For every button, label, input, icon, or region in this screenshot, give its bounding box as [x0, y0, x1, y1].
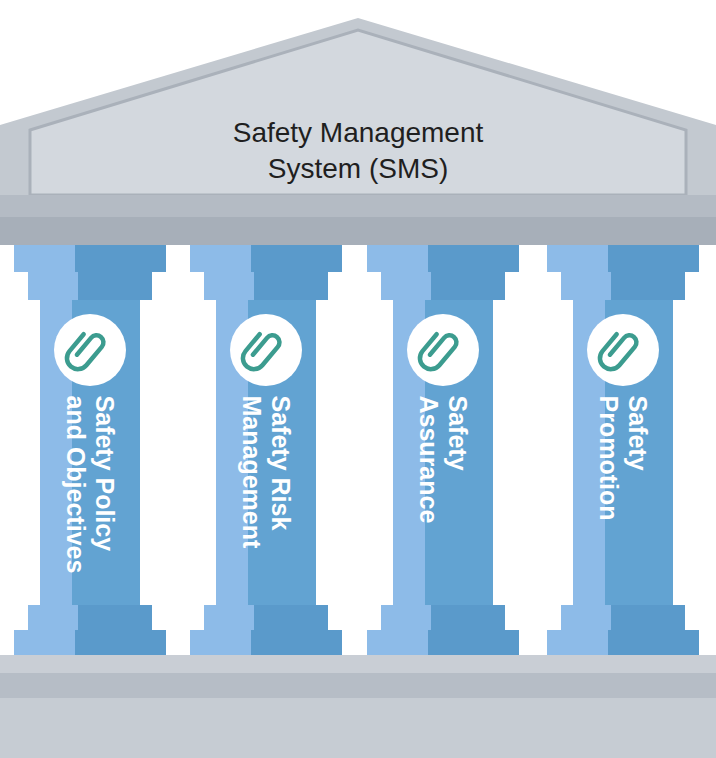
pillar-column: Safety Policy and Objectives	[40, 390, 140, 605]
pillar-column: Safety Assurance	[393, 390, 493, 605]
pillar-column: Safety Promotion	[573, 390, 673, 605]
pillar-label: Safety Promotion	[594, 395, 652, 600]
pillar-label: Safety Policy and Objectives	[61, 395, 119, 600]
pillar-column: Safety Risk Management	[216, 390, 316, 605]
pillar-label: Safety Assurance	[414, 395, 472, 600]
roof-pediment: Safety Management System (SMS)	[0, 108, 716, 193]
pillar-label: Safety Risk Management	[237, 395, 295, 600]
system-title: Safety Management System (SMS)	[198, 115, 518, 187]
